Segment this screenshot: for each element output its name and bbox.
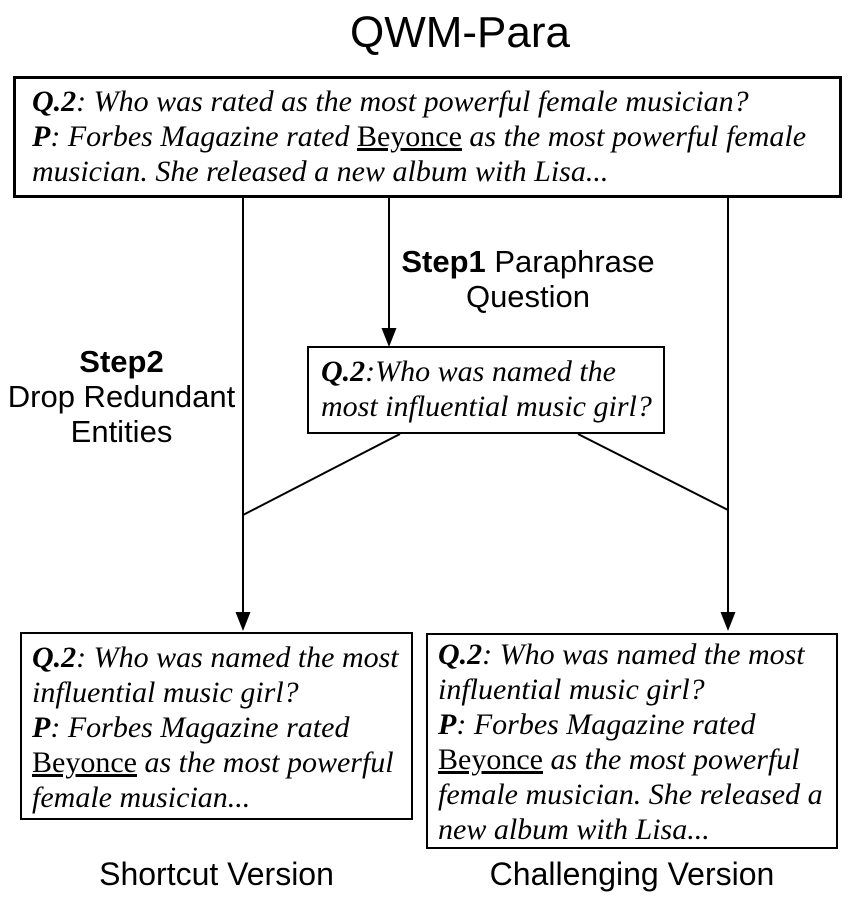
shortcut-arrowhead-icon [235, 612, 251, 631]
text-line: influential music girl? [32, 675, 411, 710]
text-segment: new album with Lisa... [438, 813, 710, 846]
step1-label-line1: Step1 Paraphrase [393, 244, 663, 279]
shortcut-version-caption: Shortcut Version [99, 856, 334, 892]
text-segment: as the most powerful [136, 746, 394, 779]
underlined-entity: Beyonce [438, 743, 543, 776]
paraphrase-to-shortcut-diagonal [242, 433, 401, 516]
paraphrase-to-challenging-diagonal [577, 433, 729, 511]
text-segment: as the most powerful female [461, 120, 807, 153]
text-line: female musician... [32, 780, 411, 815]
text-line: new album with Lisa... [438, 812, 836, 847]
text-line: musician. She released a new album with … [32, 154, 829, 189]
text-line: Beyonce as the most powerful [438, 742, 836, 777]
paraphrase-arrowhead-icon [381, 328, 397, 347]
step1-label: Step1 Paraphrase Question [393, 244, 663, 314]
step1-label-line2: Question [465, 279, 591, 314]
text-line: P: Forbes Magazine rated [32, 710, 411, 745]
step1-action: Paraphrase [485, 244, 655, 279]
text-segment: Q.2 [32, 85, 77, 118]
text-segment: : Forbes Magazine rated [50, 711, 350, 744]
text-segment: as the most powerful [542, 743, 800, 776]
text-segment: P [32, 711, 51, 744]
text-line: P: Forbes Magazine rated Beyonce as the … [32, 119, 829, 154]
step1-keyword: Step1 [401, 244, 486, 279]
text-segment: : Who was rated as the most powerful fem… [76, 85, 749, 118]
text-line: most influential music girl? [321, 389, 663, 424]
challenging-arrowhead-icon [720, 612, 736, 631]
text-line: Q.2: Who was named the most [438, 637, 836, 672]
text-line: female musician. She released a [438, 777, 836, 812]
underlined-entity: Beyonce [32, 746, 137, 779]
text-line: Q.2: Who was named the most [32, 640, 411, 675]
text-segment: Q.2 [321, 355, 366, 388]
text-segment: most influential music girl? [321, 390, 652, 423]
text-segment: female musician... [32, 781, 251, 814]
challenging-version-caption: Challenging Version [489, 856, 775, 892]
text-segment: influential music girl? [438, 673, 705, 706]
underlined-entity: Beyonce [356, 120, 462, 153]
step2-label-line3: Entities [70, 414, 173, 449]
text-segment: : Who was named the most [482, 638, 805, 671]
text-segment: influential music girl? [32, 676, 299, 709]
text-segment: P [438, 708, 457, 741]
text-segment: Q.2 [438, 638, 483, 671]
step2-keyword: Step2 [79, 344, 164, 379]
text-segment: :Who was named the [365, 355, 616, 388]
text-segment: : Forbes Magazine rated [456, 708, 756, 741]
text-segment: female musician. She released a [438, 778, 823, 811]
text-segment: musician. She released a new album with … [32, 155, 609, 188]
text-line: Q.2: Who was rated as the most powerful … [32, 84, 829, 119]
text-segment: : Who was named the most [76, 641, 399, 674]
text-segment: Q.2 [32, 641, 77, 674]
step2-label-line2: Drop Redundant [7, 379, 236, 414]
text-line: P: Forbes Magazine rated [438, 707, 836, 742]
text-segment: : Forbes Magazine rated [50, 120, 357, 153]
text-segment: P [32, 120, 51, 153]
step2-label: Step2 Drop Redundant Entities [0, 344, 243, 449]
text-line: Beyonce as the most powerful [32, 745, 411, 780]
text-line: influential music girl? [438, 672, 836, 707]
page-title: QWM-Para [350, 8, 570, 57]
text-line: Q.2:Who was named the [321, 354, 663, 389]
source-question-passage-box: Q.2: Who was rated as the most powerful … [13, 76, 842, 198]
